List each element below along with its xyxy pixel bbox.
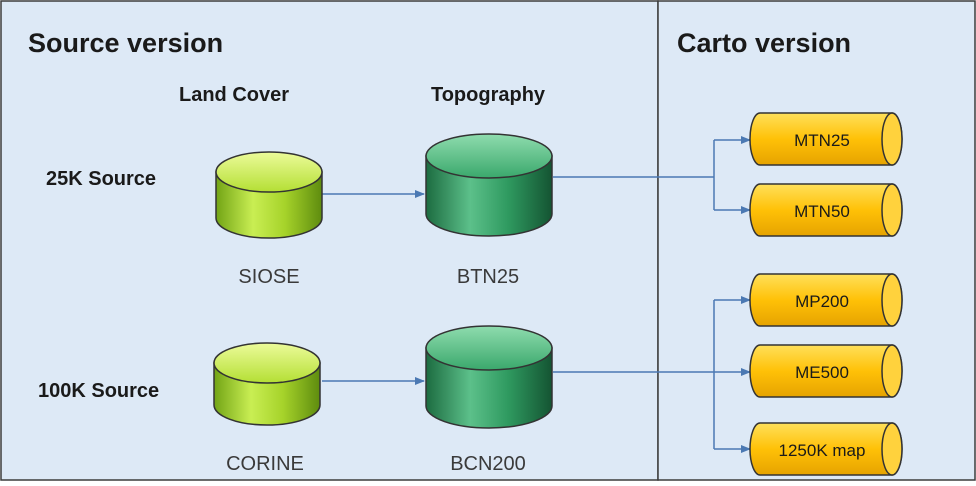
1250k-map-product-icon xyxy=(749,422,903,476)
1250k-map-label: 1250K map xyxy=(779,441,866,460)
source-version-title: Source version xyxy=(28,28,223,58)
btn25-database-icon xyxy=(425,133,553,237)
carto-version-title: Carto version xyxy=(677,28,851,58)
100k-source-label: 100K Source xyxy=(38,380,159,402)
mtn25-label: MTN25 xyxy=(794,131,850,150)
siose-label: SIOSE xyxy=(238,266,299,288)
source-version-panel xyxy=(0,0,659,481)
mtn50-product-icon xyxy=(749,183,903,237)
btn25-to-products-connector xyxy=(553,136,751,214)
me500-product-icon xyxy=(749,344,903,398)
btn25-label: BTN25 xyxy=(457,266,519,288)
siose-database-icon xyxy=(215,151,323,239)
mp200-label: MP200 xyxy=(795,292,849,311)
25k-source-label: 25K Source xyxy=(46,168,156,190)
land-cover-header: Land Cover xyxy=(179,84,289,106)
bcn200-to-products-connector xyxy=(553,296,751,453)
mtn50-label: MTN50 xyxy=(794,202,850,221)
topography-header: Topography xyxy=(431,84,546,106)
mtn25-product-icon xyxy=(749,112,903,166)
bcn200-label: BCN200 xyxy=(450,453,526,475)
bcn200-database-icon xyxy=(425,325,553,429)
mp200-product-icon xyxy=(749,273,903,327)
corine-database-icon xyxy=(213,342,321,426)
me500-label: ME500 xyxy=(795,363,849,382)
carto-version-panel xyxy=(657,0,976,481)
corine-label: CORINE xyxy=(226,453,304,475)
